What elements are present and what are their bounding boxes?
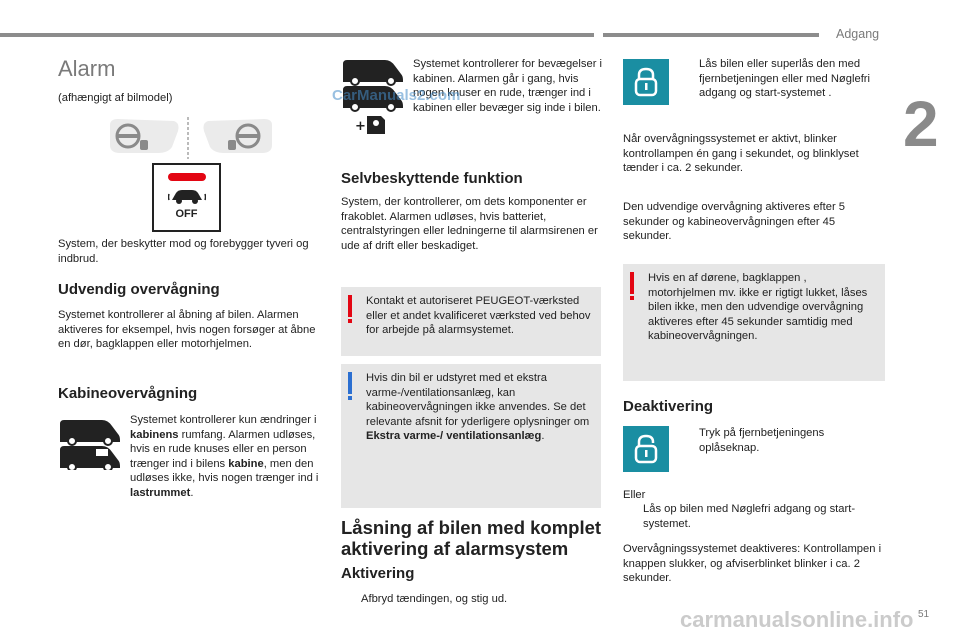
keyless-bullet: Lås op bilen med Nøglefri adgang og star… (643, 503, 856, 530)
padlock-closed-icon (623, 59, 669, 105)
watermark-bottom: carmanualsonline.info (680, 607, 914, 632)
warning-note-workshop: Kontakt et autoriseret PEUGEOT-værksted … (341, 287, 601, 356)
alarm-led (168, 173, 206, 181)
header-rule-short (603, 33, 819, 37)
car-shock-icon (168, 190, 206, 204)
heading-locking: Låsning af bilen med komplet aktivering … (341, 517, 602, 559)
external-text: Systemet kontrollerer al åbning af bilen… (58, 309, 316, 350)
off-label: OFF (175, 208, 198, 220)
chapter-name: Adgang (836, 27, 880, 41)
watermark-top: CarManuals2.com (332, 87, 461, 104)
page-number: 51 (918, 609, 930, 620)
activation-bullet: Afbryd tændingen, og stig ud. (361, 593, 508, 605)
cabin-text: Systemet kontrollerer kun ændringer i ka… (130, 414, 319, 499)
chapter-number: 2 (903, 88, 939, 160)
unlock-bullet: Tryk på fjernbetjeningens oplåseknap. (699, 427, 825, 454)
warning-note-doors: Hvis en af dørene, bagklappen , motorhje… (623, 264, 885, 381)
heading-external: Udvendig overvågning (58, 281, 220, 298)
info-note-heater: Hvis din bil er udstyret med et ekstra v… (341, 364, 601, 508)
heading-cabin: Kabineovervågning (58, 385, 198, 402)
padlock-open-icon (623, 426, 669, 472)
page-title: Alarm (58, 56, 116, 81)
self-protect-text: System, der kontrollerer, om dets kompon… (341, 196, 598, 252)
motion-text: Systemet kontrollerer for bevægelser i k… (413, 58, 603, 114)
or-text: Eller (623, 489, 646, 501)
alarm-off-button[interactable]: OFF (152, 163, 221, 232)
van-with-sensor-icon: + (343, 60, 403, 134)
warning-icon (348, 295, 352, 323)
intro-text: System, der beskytter mod og forebygger … (58, 238, 309, 265)
warning-icon (630, 272, 634, 300)
lock-bullet: Lås bilen eller superlås den med fjernbe… (699, 58, 871, 99)
steering-wheel-icon (110, 117, 272, 159)
heading-deactivation: Deaktivering (623, 398, 714, 415)
header-rule (0, 33, 594, 37)
active-text: Når overvågningssystemet er aktivt, blin… (623, 133, 859, 174)
delay-text: Den udvendige overvågning aktiveres efte… (623, 201, 846, 242)
heading-self-protect: Selvbeskyttende funktion (341, 170, 523, 187)
svg-text:+: + (355, 119, 366, 134)
info-icon (348, 372, 352, 400)
subtitle: (afhængigt af bilmodel) (58, 92, 173, 104)
heading-activation: Aktivering (341, 565, 415, 582)
van-icon (60, 420, 120, 470)
final-text: Overvågningssystemet deaktiveres: Kontro… (623, 543, 882, 584)
